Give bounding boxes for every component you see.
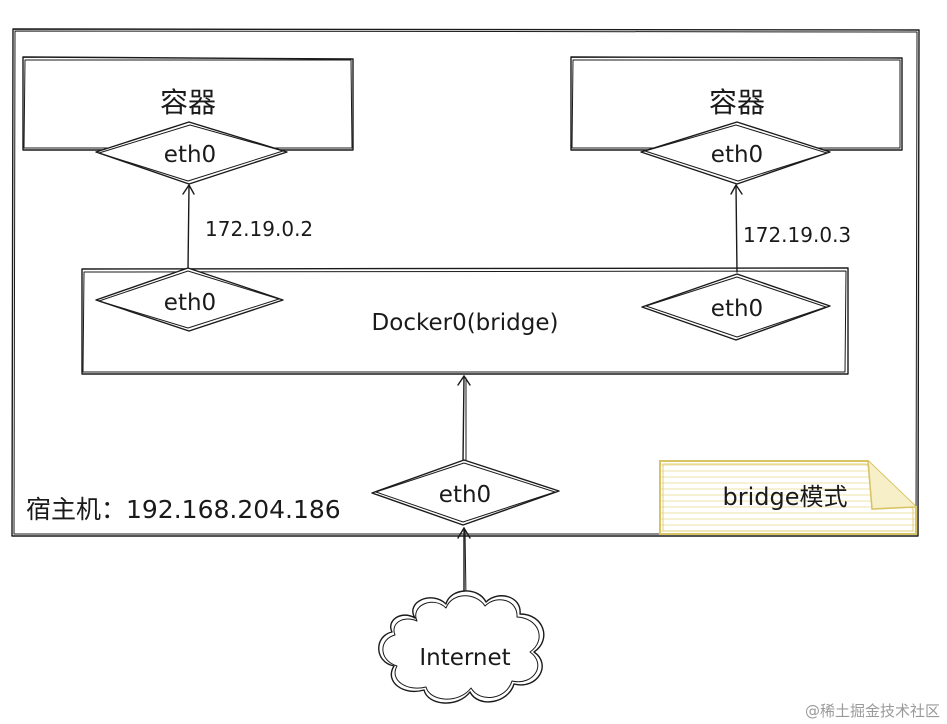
note-label: bridge模式 [722, 483, 847, 511]
ip-label-right: 172.19.0.3 [743, 223, 851, 247]
host-eth0-label: eth0 [439, 482, 491, 508]
arrow-bridge-to-container-right [730, 184, 743, 273]
bridge-label: Docker0(bridge) [372, 310, 559, 336]
host-eth0-diamond [371, 459, 560, 526]
note-sticky [659, 460, 917, 535]
watermark-text: @稀土掘金技术社区 [805, 702, 940, 720]
internet-label: Internet [419, 645, 510, 671]
arrow-bridge-to-container-left [182, 184, 195, 271]
internet-cloud [378, 590, 545, 704]
container-eth0-label-left: eth0 [164, 142, 216, 168]
arrow-internet-to-host [457, 527, 471, 601]
bridge-eth0-diamond-left [95, 267, 284, 332]
container-box-left [22, 56, 354, 151]
arrow-host-to-bridge [457, 375, 471, 463]
host-label: 宿主机：192.168.204.186 [26, 495, 341, 524]
container-title-right: 容器 [709, 86, 765, 119]
container-title-left: 容器 [160, 86, 216, 119]
bridge-eth0-diamond-right [641, 273, 831, 341]
bridge-eth0-label-right: eth0 [711, 296, 763, 322]
bridge-box [81, 267, 849, 375]
container-box-right [570, 56, 903, 151]
bridge-eth0-label-left: eth0 [164, 290, 216, 316]
container-eth0-diamond-left [95, 121, 288, 185]
ip-label-left: 172.19.0.2 [205, 217, 313, 241]
container-eth0-label-right: eth0 [711, 142, 763, 168]
container-eth0-diamond-right [640, 121, 831, 185]
